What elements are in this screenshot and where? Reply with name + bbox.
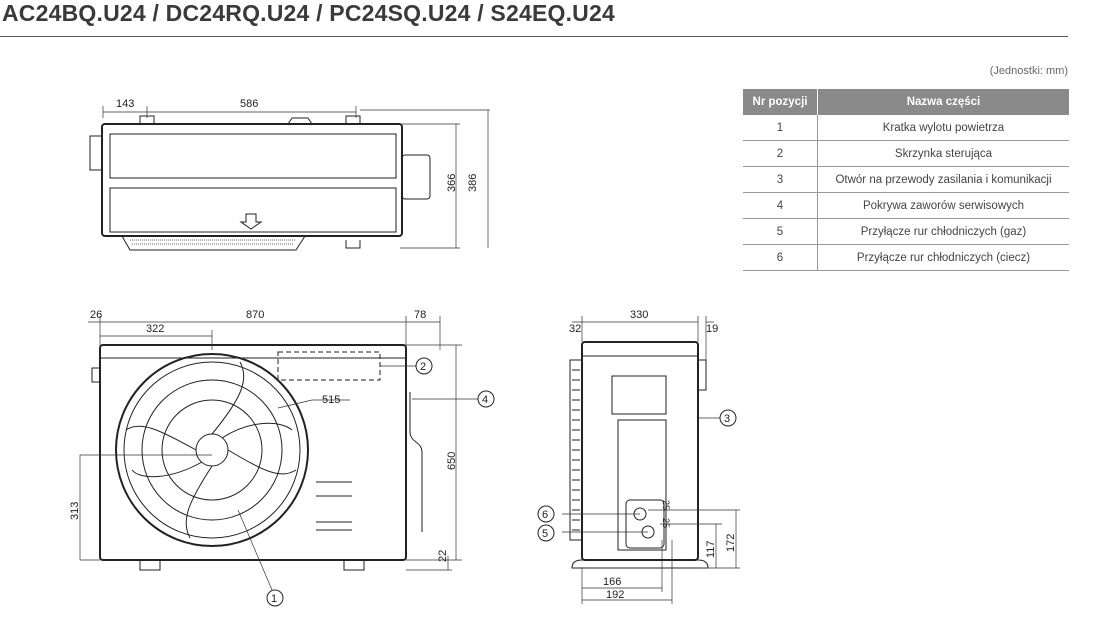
dim-172: 172 [725,534,737,552]
header-part-name: Nazwa części [817,89,1069,115]
callout-6-label: 6 [542,509,548,521]
dim-22: 22 [437,550,449,562]
front-view-body [99,344,407,561]
top-view-panel [109,133,397,179]
callout-2 [415,357,433,375]
callout-2-label: 2 [420,361,426,373]
callout-4 [477,390,495,408]
service-valve-cover [409,392,423,532]
dim-78: 78 [414,309,426,321]
dim-586: 586 [240,98,258,110]
dim-322: 322 [146,323,164,335]
side-grille [569,359,583,541]
table-header-row: Nr pozycji Nazwa części [743,89,1069,115]
dim-870: 870 [246,309,264,321]
base [571,559,709,569]
top-view: 143 586 366 386 [89,98,490,251]
cell-no: 5 [743,218,818,245]
technical-drawing: 143 586 366 386 26 870 78 322 515 650 [69,98,740,607]
dim-26: 26 [90,309,102,321]
control-box [277,351,381,381]
cell-name: Skrzynka sterująca [817,140,1069,167]
cell-name: Otwór na przewody zasilania i komunikacj… [817,166,1069,193]
dim-19: 19 [706,323,718,335]
cell-no: 2 [743,140,818,167]
fan-guard-edge [121,235,306,251]
cell-no: 1 [743,115,818,141]
side-view-body [581,341,699,561]
valve-cover [401,154,431,200]
callout-3 [719,409,737,427]
front-view: 26 870 78 322 515 650 313 22 2 4 1 [69,309,495,607]
cell-no: 6 [743,244,818,271]
units-note: (Jednostki: mm) [989,65,1068,77]
dim-117: 117 [705,540,717,558]
pipe-connections [625,499,665,549]
header-position: Nr pozycji [743,89,818,115]
cell-no: 3 [743,166,818,193]
dim-386: 386 [467,174,479,192]
fan-grille [115,353,309,547]
dim-32: 32 [569,323,581,335]
cell-name: Kratka wylotu powietrza [817,115,1069,141]
cell-name: Przyłącze rur chłodniczych (gaz) [817,218,1069,245]
dim-650: 650 [446,452,458,470]
dim-366: 366 [446,174,458,192]
side-view: 32 330 19 117 172 166 192 25 25 3 6 5 [537,309,740,604]
dim-313: 313 [69,502,81,520]
dim-192: 192 [606,589,624,601]
top-view-body [101,123,403,237]
dim-515: 515 [322,394,340,406]
dim-angle-upper: 25 [661,500,671,510]
callout-5-label: 5 [542,528,548,540]
dim-angle-lower: 25 [661,518,671,528]
title-divider [0,36,1068,37]
fan-blades [125,361,297,539]
callout-6 [537,505,555,523]
page-title: AC24BQ.U24 / DC24RQ.U24 / PC24SQ.U24 / S… [2,0,615,26]
dim-166: 166 [603,576,621,588]
dim-330: 330 [630,309,648,321]
cell-name: Przyłącze rur chłodniczych (ciecz) [817,244,1069,271]
callout-5 [537,524,555,542]
callout-1-label: 1 [271,593,277,605]
cable-hole-cover [611,375,667,415]
dim-143: 143 [116,98,134,110]
top-view-panel [109,187,397,233]
callout-1 [266,589,284,607]
airflow-arrow-icon [239,213,263,230]
cell-name: Pokrywa zaworów serwisowych [817,192,1069,219]
callout-3-label: 3 [724,413,730,425]
handle [89,135,103,171]
cell-no: 4 [743,192,818,219]
callout-4-label: 4 [482,394,488,406]
